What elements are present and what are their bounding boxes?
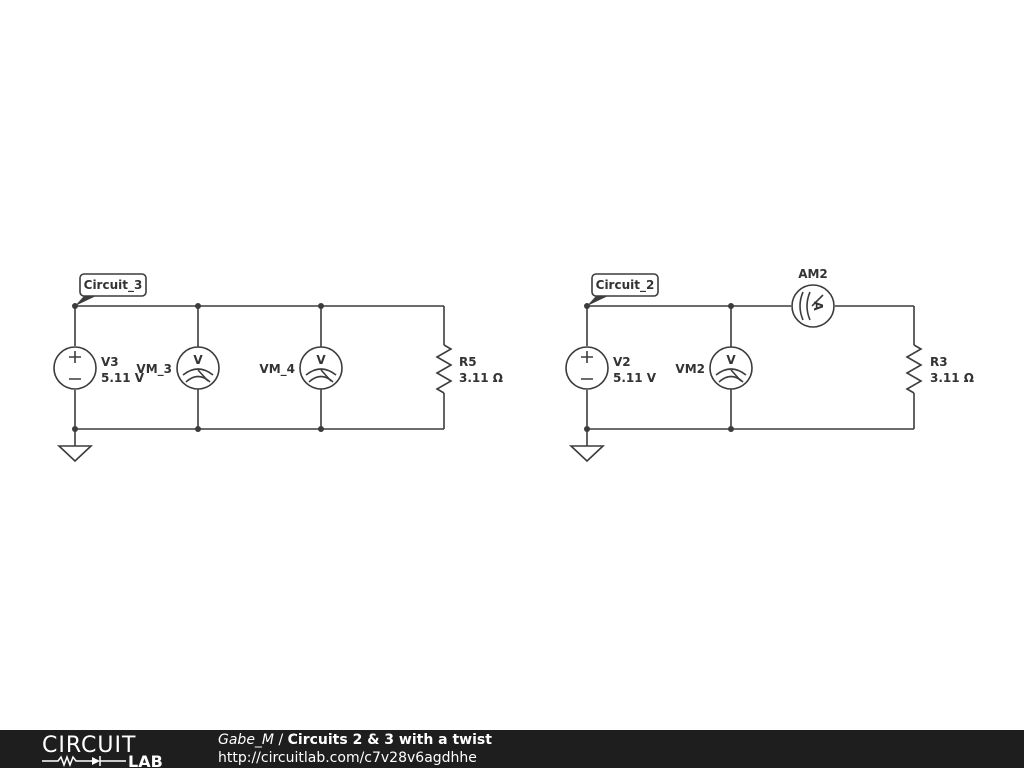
schematic-canvas: Circuit_3 V3 5.11 V V VM_3 V VM_4 (53, 267, 974, 463)
vm-3-symbol: V (193, 353, 203, 367)
v2-value: 5.11 V (613, 371, 657, 385)
logo-waveform-icon (42, 754, 126, 768)
v3-value: 5.11 V (101, 371, 145, 385)
vm2-symbol: V (726, 353, 736, 367)
voltage-source-v2[interactable]: V2 5.11 V (565, 346, 657, 390)
circuit-2-net-flag[interactable]: Circuit_2 (587, 273, 659, 306)
r5-name: R5 (459, 355, 477, 369)
circuit-url[interactable]: http://circuitlab.com/c7v28v6agdhhe (218, 750, 477, 766)
resistor-r5[interactable]: R5 3.11 Ω (435, 344, 503, 394)
circuit-2-flag-label: Circuit_2 (596, 278, 655, 293)
vm2-name: VM2 (675, 362, 705, 376)
circuit-2: Circuit_2 V2 5.11 V V VM2 A AM2 (565, 267, 974, 463)
voltmeter-vm-4[interactable]: V VM_4 (259, 346, 343, 390)
circuit-title-line: Gabe_M / Circuits 2 & 3 with a twist (218, 731, 492, 749)
am2-name: AM2 (798, 267, 828, 281)
circuit-3-flag-label: Circuit_3 (84, 278, 143, 293)
circuit-3-nodes (72, 303, 324, 432)
ammeter-am2[interactable]: A AM2 (791, 267, 835, 328)
r3-value: 3.11 Ω (930, 371, 974, 385)
r5-value: 3.11 Ω (459, 371, 503, 385)
circuit-3: Circuit_3 V3 5.11 V V VM_3 V VM_4 (53, 273, 503, 463)
v2-name: V2 (613, 355, 631, 369)
voltmeter-vm2[interactable]: V VM2 (675, 346, 753, 390)
vm-4-name: VM_4 (259, 362, 295, 377)
footer-bar: CIRCUIT LAB Gabe_M / Circuits 2 & 3 with… (0, 730, 1024, 768)
voltmeter-vm-3[interactable]: V VM_3 (136, 346, 220, 390)
circuit-title[interactable]: Circuits 2 & 3 with a twist (287, 732, 492, 748)
am2-symbol: A (811, 301, 825, 311)
vm-3-name: VM_3 (136, 362, 172, 377)
author-link[interactable]: Gabe_M (218, 732, 275, 748)
ground-symbol-circuit-2[interactable] (568, 445, 606, 463)
r3-name: R3 (930, 355, 948, 369)
v3-name: V3 (101, 355, 119, 369)
ground-symbol-circuit-3[interactable] (56, 445, 94, 463)
circuit-3-wires (74, 305, 445, 446)
circuit-3-net-flag[interactable]: Circuit_3 (75, 273, 147, 306)
vm-4-symbol: V (316, 353, 326, 367)
circuitlab-logo[interactable]: CIRCUIT LAB (40, 732, 180, 768)
title-separator: / (278, 732, 284, 748)
logo-circuit-text: CIRCUIT (42, 733, 136, 758)
voltage-source-v3[interactable]: V3 5.11 V (53, 346, 145, 390)
resistor-r3[interactable]: R3 3.11 Ω (905, 344, 974, 394)
logo-lab-text: LAB (128, 752, 163, 768)
